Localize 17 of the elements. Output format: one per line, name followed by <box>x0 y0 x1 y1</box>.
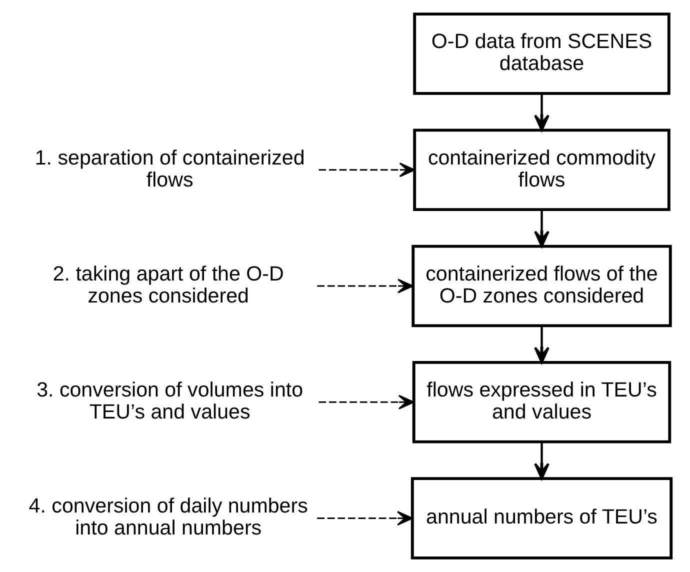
node-box: containerized flows of the O-D zones considered <box>411 244 672 328</box>
arrow <box>316 510 413 526</box>
node-text: 4. conversion of daily numbers into annual numbers <box>28 494 308 540</box>
arrow <box>534 94 549 132</box>
node-text: 2. taking apart of the O-D zones considered <box>52 262 284 308</box>
arrow <box>534 442 549 480</box>
node-box: flows expressed in TEU’s and values <box>412 360 671 444</box>
node-text: 3. conversion of volumes into TEU’s and values <box>36 378 303 424</box>
arrow <box>534 326 549 364</box>
arrow <box>534 210 549 248</box>
arrow <box>318 162 415 178</box>
arrow <box>316 278 413 294</box>
node-box: O-D data from SCENES database <box>412 12 670 95</box>
node-box: containerized commodity flows <box>412 128 670 212</box>
node-box: annual numbers of TEU’s <box>410 477 672 560</box>
arrow <box>318 394 414 410</box>
node-text: 1. separation of containerized flows <box>34 146 304 192</box>
